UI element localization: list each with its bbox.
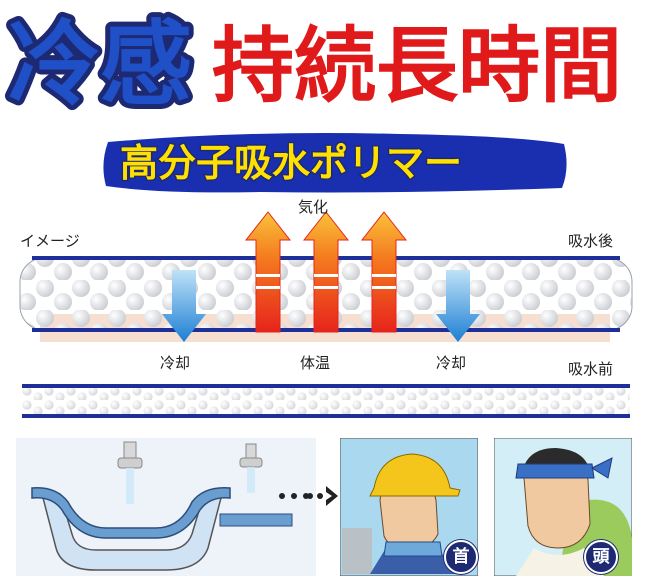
subtitle-banner: 高分子吸水ポリマー — [103, 133, 567, 193]
heat-arrow-1-icon — [244, 211, 292, 333]
thin-polymer-band — [22, 384, 630, 418]
wet-towel-curve-icon — [31, 487, 231, 539]
head-badge: 頭 — [584, 540, 618, 574]
image-label: イメージ — [20, 232, 80, 250]
after-absorption-label: 吸水後 — [568, 232, 614, 250]
heat-arrow-3-icon — [360, 211, 408, 333]
title-long-lasting: 持続長時間 — [210, 16, 625, 106]
title-part1: 冷感 — [8, 11, 192, 114]
hard-hat-icon — [369, 453, 461, 497]
arrow-right-icon — [307, 486, 338, 506]
cooling-left-label: 冷却 — [160, 354, 191, 372]
shirt-icon — [516, 548, 604, 576]
body-temp-label: 体温 — [300, 354, 331, 372]
before-absorption-label: 吸水前 — [568, 360, 614, 378]
dotted-arrow-icon — [279, 493, 309, 499]
polymer-diagram — [19, 211, 633, 418]
title-part2: 持続長時間 — [212, 19, 622, 106]
head-usage-illustration — [494, 438, 632, 576]
evaporation-label: 気化 — [298, 198, 329, 216]
faucet-icon — [117, 441, 143, 504]
neck-usage-illustration — [340, 438, 478, 576]
heat-arrow-2-icon — [302, 211, 350, 333]
cooling-arrow-left-icon — [162, 270, 206, 342]
soaking-illustration — [16, 438, 316, 576]
subtitle-text: 高分子吸水ポリマー — [120, 141, 462, 185]
faucet-icon — [239, 443, 263, 493]
building-icon — [342, 528, 372, 574]
neck-band-icon — [383, 541, 443, 557]
head-band-icon — [515, 463, 595, 479]
title-cold-sensation: 冷感 — [3, 6, 197, 114]
subtitle-blue-swash — [103, 133, 567, 193]
cooling-arrow-right-icon — [436, 270, 480, 342]
band-knot-icon — [590, 457, 613, 479]
flat-towel-icon — [219, 513, 293, 527]
cooling-right-label: 冷却 — [436, 354, 467, 372]
neck-badge: 首 — [444, 540, 478, 574]
